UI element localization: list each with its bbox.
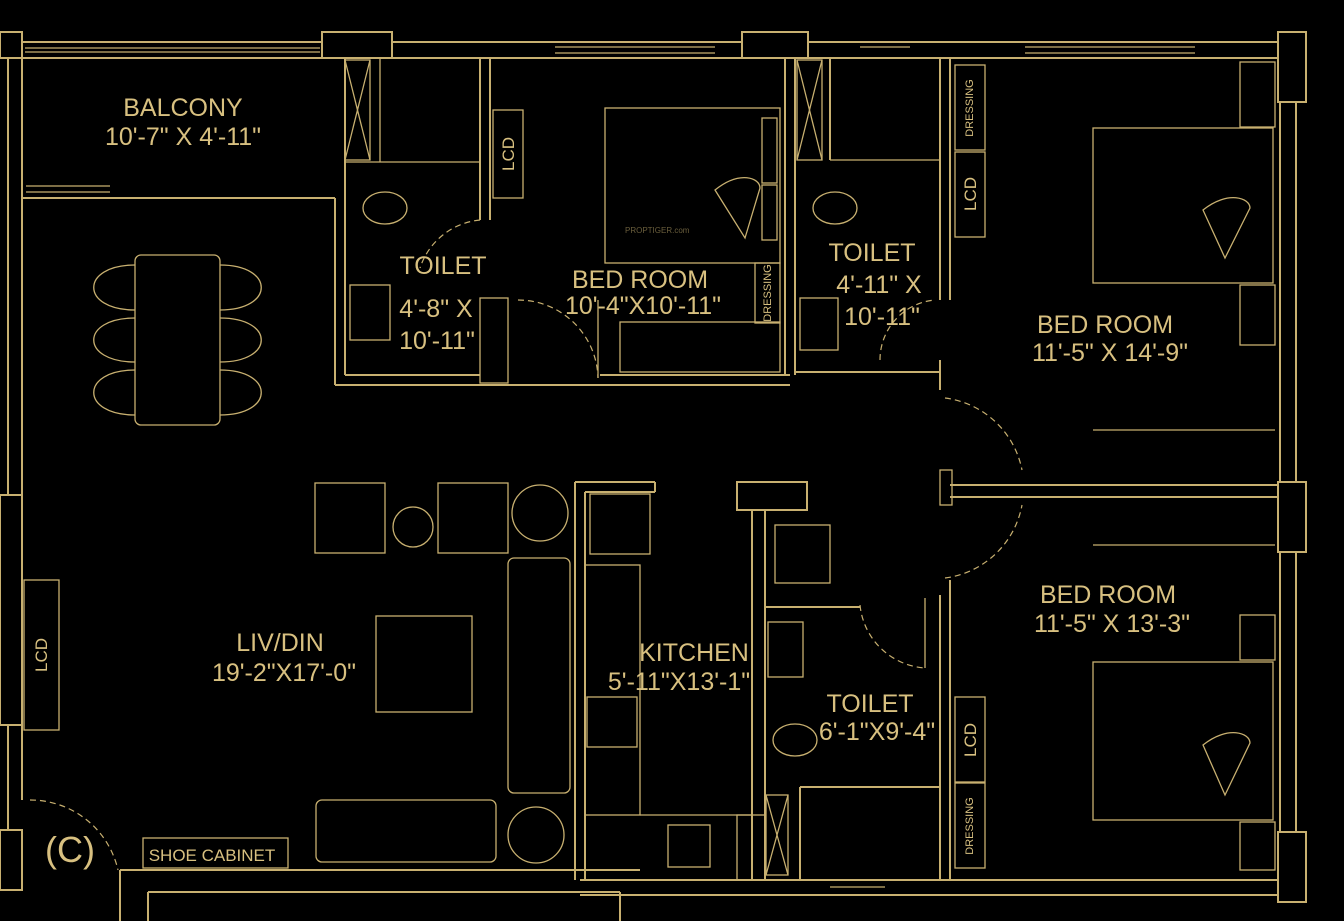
lcd-label-bedroom1: LCD — [499, 137, 518, 171]
toilet2-name: TOILET — [828, 239, 915, 267]
dressing-label-bedroom2: DRESSING — [964, 79, 976, 136]
balcony-size: 10'-7" X 4'-11" — [105, 123, 261, 151]
lcd-label-bedroom3: LCD — [961, 723, 980, 757]
toilet1-size-line2: 10'-11" — [399, 327, 475, 355]
dressing-label-bedroom1: DRESSING — [762, 264, 774, 321]
toilet2-size-line1: 4'-11" X — [836, 271, 922, 299]
livdin-size: 19'-2"X17'-0" — [212, 659, 356, 687]
bedroom3-name: BED ROOM — [1040, 581, 1176, 609]
bedroom1-size: 10'-4"X10'-11" — [565, 292, 721, 320]
lcd-label-living: LCD — [32, 638, 51, 672]
lcd-label-bedroom2: LCD — [961, 177, 980, 211]
dressing-label-bedroom3: DRESSING — [964, 797, 976, 854]
toilet3-size: 6'-1"X9'-4" — [819, 718, 935, 746]
watermark: PROPTIGER.com — [625, 226, 690, 235]
bedroom1-name: BED ROOM — [572, 266, 708, 294]
shoe-cabinet-label: SHOE CABINET — [149, 846, 276, 865]
toilet1-size-line1: 4'-8" X — [399, 295, 473, 323]
kitchen-name: KITCHEN — [639, 639, 749, 667]
toilet1-name: TOILET — [399, 252, 486, 280]
kitchen-size: 5'-11"X13'-1" — [608, 668, 750, 696]
toilet2-size-line2: 10'-11" — [844, 303, 920, 331]
balcony-name: BALCONY — [123, 94, 243, 122]
room-labels: BALCONY 10'-7" X 4'-11" TOILET 4'-8" X 1… — [105, 94, 1190, 746]
furniture — [23, 59, 1276, 876]
bedroom2-name: BED ROOM — [1037, 311, 1173, 339]
toilet3-name: TOILET — [826, 690, 913, 718]
unit-marker: (C) — [45, 829, 95, 870]
outer-walls — [0, 31, 1307, 903]
fixture-labels: LCD LCD LCD LCD DRESSING DRESSING DRESSI… — [32, 79, 980, 870]
doors — [29, 219, 1023, 871]
interior-walls — [22, 58, 1278, 921]
bedroom2-size: 11'-5" X 14'-9" — [1032, 339, 1188, 367]
livdin-name: LIV/DIN — [236, 629, 324, 657]
bedroom3-size: 11'-5" X 13'-3" — [1034, 610, 1190, 638]
